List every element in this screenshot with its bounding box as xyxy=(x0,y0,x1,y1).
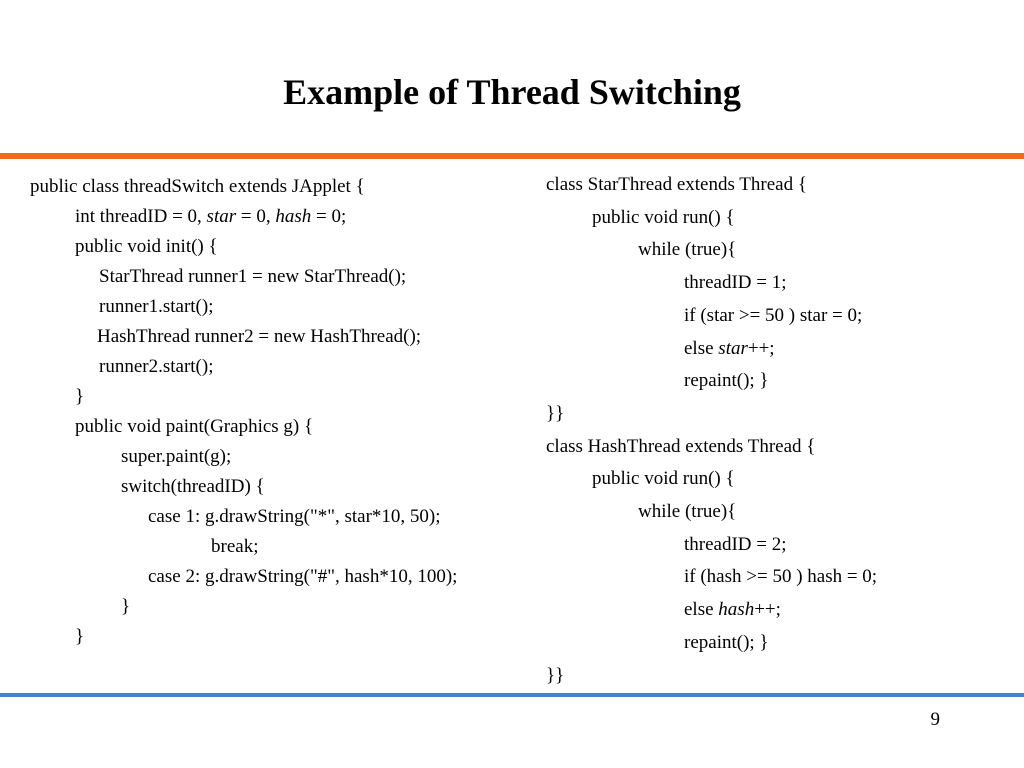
left-code-line: runner2.start(); xyxy=(99,352,213,382)
left-code-line: public void paint(Graphics g) { xyxy=(75,412,313,442)
code-text: public void run() { xyxy=(592,206,735,228)
right-code-line: repaint(); } xyxy=(684,628,769,658)
code-identifier-italic: star xyxy=(718,337,748,359)
right-code-line: }} xyxy=(546,399,564,429)
code-text: else xyxy=(684,337,719,359)
code-text: runner2.start(); xyxy=(99,356,214,377)
left-code-line: } xyxy=(75,382,84,412)
right-code-line: if (hash >= 50 ) hash = 0; xyxy=(684,562,877,592)
right-code-line: class HashThread extends Thread { xyxy=(546,432,815,462)
left-code-line: break; xyxy=(211,532,258,562)
right-code-line: threadID = 1; xyxy=(684,268,787,298)
left-code-line: StarThread runner1 = new StarThread(); xyxy=(99,262,406,292)
code-text: case 1: g.drawString("*", star*10, 50); xyxy=(148,506,441,527)
right-code-line: while (true){ xyxy=(638,235,736,265)
code-text: public void init() { xyxy=(75,236,218,257)
code-text: while (true){ xyxy=(638,501,737,522)
code-identifier-italic: hash xyxy=(718,599,755,621)
right-code-line: public void run() { xyxy=(592,464,735,494)
right-code-line: threadID = 2; xyxy=(684,530,787,560)
code-text: class StarThread extends Thread { xyxy=(546,174,807,195)
right-code-line: public void run() { xyxy=(592,203,735,233)
left-code-line: runner1.start(); xyxy=(99,292,213,322)
left-code-line: public class threadSwitch extends JApple… xyxy=(30,172,365,202)
code-text: = 0; xyxy=(311,206,347,227)
code-text: = 0, xyxy=(236,206,276,227)
right-code-line: repaint(); } xyxy=(684,366,769,396)
code-text: HashThread runner2 = new HashThread(); xyxy=(97,326,422,347)
code-text: case 2: g.drawString("#", hash*10, 100); xyxy=(148,566,458,587)
code-text: int threadID = 0, xyxy=(75,206,207,227)
code-text: public void paint(Graphics g) { xyxy=(75,416,314,437)
code-text: public class threadSwitch extends JApple… xyxy=(30,176,365,197)
code-text: } xyxy=(75,386,85,407)
left-code-line: HashThread runner2 = new HashThread(); xyxy=(97,322,421,352)
left-code-line: int threadID = 0, star = 0, hash = 0; xyxy=(75,202,346,232)
code-text: public void run() { xyxy=(592,468,735,490)
code-text: else xyxy=(684,599,719,621)
right-code-line: }} xyxy=(546,661,564,691)
code-text: }} xyxy=(546,402,565,424)
code-text: while (true){ xyxy=(638,239,737,261)
code-identifier-italic: hash xyxy=(275,206,312,227)
right-code-line: else star++; xyxy=(684,334,775,364)
right-code-line: while (true){ xyxy=(638,497,736,527)
code-text: switch(threadID) { xyxy=(121,476,265,497)
code-text: StarThread runner1 = new StarThread(); xyxy=(99,266,407,287)
code-text: break; xyxy=(211,536,259,557)
code-text: runner1.start(); xyxy=(99,296,214,317)
top-divider xyxy=(0,153,1024,159)
left-code-line: } xyxy=(121,592,130,622)
code-text: } xyxy=(121,596,131,617)
left-code-line: public void init() { xyxy=(75,232,218,262)
code-identifier-italic: star xyxy=(206,206,237,227)
page-number: 9 xyxy=(930,709,941,730)
code-text: ++; xyxy=(754,599,781,621)
left-code-line: case 2: g.drawString("#", hash*10, 100); xyxy=(148,562,457,592)
code-text: class HashThread extends Thread { xyxy=(546,435,816,457)
code-text: if (star >= 50 ) star = 0; xyxy=(684,304,863,326)
code-text: threadID = 2; xyxy=(684,533,787,555)
code-text: super.paint(g); xyxy=(121,446,232,467)
right-code-line: else hash++; xyxy=(684,595,781,625)
left-code-line: } xyxy=(75,622,84,652)
slide-title: Example of Thread Switching xyxy=(283,72,741,112)
left-code-line: switch(threadID) { xyxy=(121,472,265,502)
left-code-line: super.paint(g); xyxy=(121,442,231,472)
right-code-line: class StarThread extends Thread { xyxy=(546,170,807,200)
code-text: repaint(); } xyxy=(684,370,769,392)
right-code-line: if (star >= 50 ) star = 0; xyxy=(684,301,862,331)
code-text: threadID = 1; xyxy=(684,272,787,294)
code-text: repaint(); } xyxy=(684,631,769,653)
code-text: ++; xyxy=(747,337,775,359)
bottom-divider xyxy=(0,693,1024,697)
code-text: }} xyxy=(546,664,565,686)
left-code-line: case 1: g.drawString("*", star*10, 50); xyxy=(148,502,441,532)
code-text: if (hash >= 50 ) hash = 0; xyxy=(684,566,878,588)
code-text: } xyxy=(75,626,85,647)
